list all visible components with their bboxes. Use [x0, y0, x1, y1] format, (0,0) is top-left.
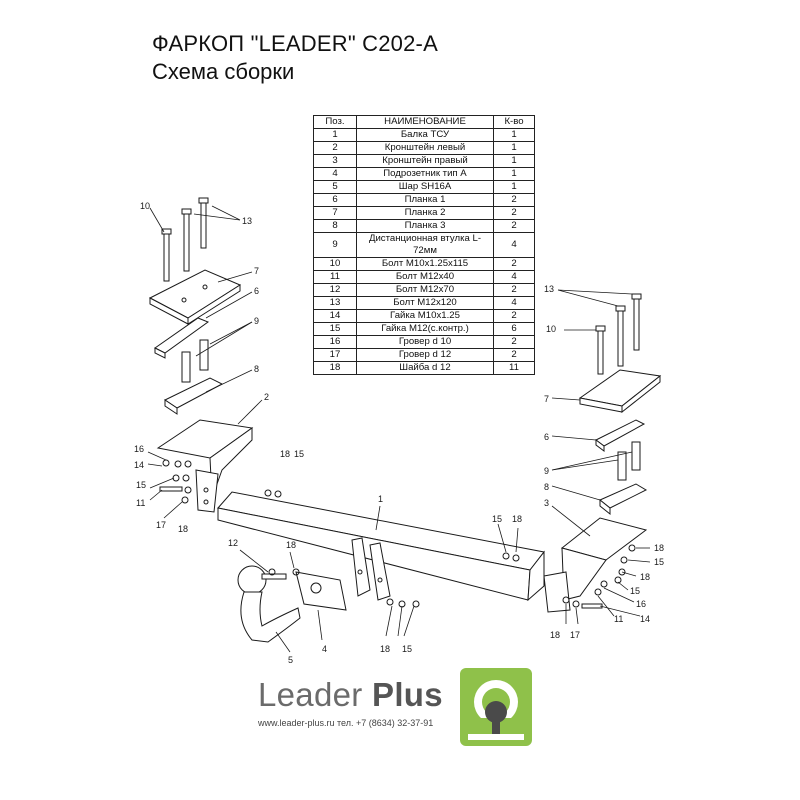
callout-17-right: 17	[570, 630, 580, 640]
callout-9-left: 9	[254, 316, 259, 326]
brand-wordmark: Leader Plus	[258, 676, 443, 714]
callout-6-right: 6	[544, 432, 549, 442]
callout-18-right-top: 18	[654, 543, 664, 553]
left-bolts-13	[181, 197, 209, 272]
callout-17-left: 17	[156, 520, 166, 530]
row-qty: 11	[493, 361, 535, 375]
callout-4: 4	[322, 644, 327, 654]
callout-11-left: 11	[136, 498, 145, 508]
callout-14-left: 14	[134, 460, 144, 470]
callout-16-right: 16	[636, 599, 646, 609]
callout-18-beam-right: 18	[512, 514, 522, 524]
callout-2: 2	[264, 392, 269, 402]
socket-plate-4	[295, 571, 347, 611]
row-pos: 9	[313, 232, 357, 258]
callout-18-ball: 18	[286, 540, 296, 550]
callout-15-beam-left: 15	[294, 449, 304, 459]
row-name: Дистанционная втулка L-72мм	[356, 232, 494, 258]
callout-labels: 13 10 7 6 9 8 2 16 14 15 11 17 18 18 15 …	[134, 201, 664, 665]
right-bolts-13	[615, 293, 642, 367]
right-bracket-3	[543, 517, 648, 613]
callout-8-left: 8	[254, 364, 259, 374]
callout-16-left: 16	[134, 444, 144, 454]
callout-18-left: 18	[178, 524, 188, 534]
callout-15-left: 15	[136, 480, 146, 490]
left-plate-8	[163, 377, 224, 415]
left-bolt-10	[161, 228, 172, 282]
callout-18-beam-left: 18	[280, 449, 290, 459]
callout-10-left: 10	[140, 201, 150, 211]
row-qty: 2	[493, 193, 535, 207]
brand-light: Leader	[258, 676, 373, 713]
row-name: Шайба d 12	[356, 361, 494, 375]
callout-7-left: 7	[254, 266, 259, 276]
callout-3: 3	[544, 498, 549, 508]
right-plate-8	[599, 483, 648, 516]
right-bolt-10	[595, 325, 606, 375]
tow-ball-5	[237, 565, 301, 643]
callout-12: 12	[228, 538, 238, 548]
callout-8-right: 8	[544, 482, 549, 492]
callout-7-right: 7	[544, 394, 549, 404]
left-fasteners	[159, 459, 282, 504]
right-fasteners	[562, 544, 636, 609]
contact-info: www.leader-plus.ru тел. +7 (8634) 32-37-…	[258, 718, 434, 728]
left-plate-7	[148, 269, 242, 325]
callout-13-left: 13	[242, 216, 252, 226]
leader-plus-logo-icon	[460, 668, 532, 746]
callout-5: 5	[288, 655, 293, 665]
callout-15-right-mid: 15	[630, 586, 640, 596]
left-bracket-2	[156, 419, 254, 513]
callout-18-right-mid: 18	[640, 572, 650, 582]
callout-1: 1	[378, 494, 383, 504]
tow-beam-1	[217, 491, 545, 602]
callout-9-right: 9	[544, 466, 549, 476]
callout-6-left: 6	[254, 286, 259, 296]
callout-15-beam-right: 15	[492, 514, 502, 524]
callout-15-right-top: 15	[654, 557, 664, 567]
leader-lines	[147, 205, 651, 653]
left-plate-6	[154, 317, 210, 359]
page-title: ФАРКОП "LEADER" С202-А	[152, 31, 438, 56]
callout-11-right: 11	[614, 614, 623, 624]
callout-13-right: 13	[544, 284, 554, 294]
right-plate-6	[595, 419, 646, 452]
callout-15-center: 15	[402, 644, 412, 654]
brand-bold: Plus	[372, 676, 443, 713]
right-spacers-9	[617, 441, 641, 481]
left-spacers-9	[181, 339, 209, 383]
callout-14-right: 14	[640, 614, 650, 624]
callout-10-right: 10	[546, 324, 556, 334]
callout-18-center: 18	[380, 644, 390, 654]
page-subtitle: Схема сборки	[152, 59, 295, 84]
callout-18-right-bottom: 18	[550, 630, 560, 640]
right-plate-7	[578, 369, 662, 414]
